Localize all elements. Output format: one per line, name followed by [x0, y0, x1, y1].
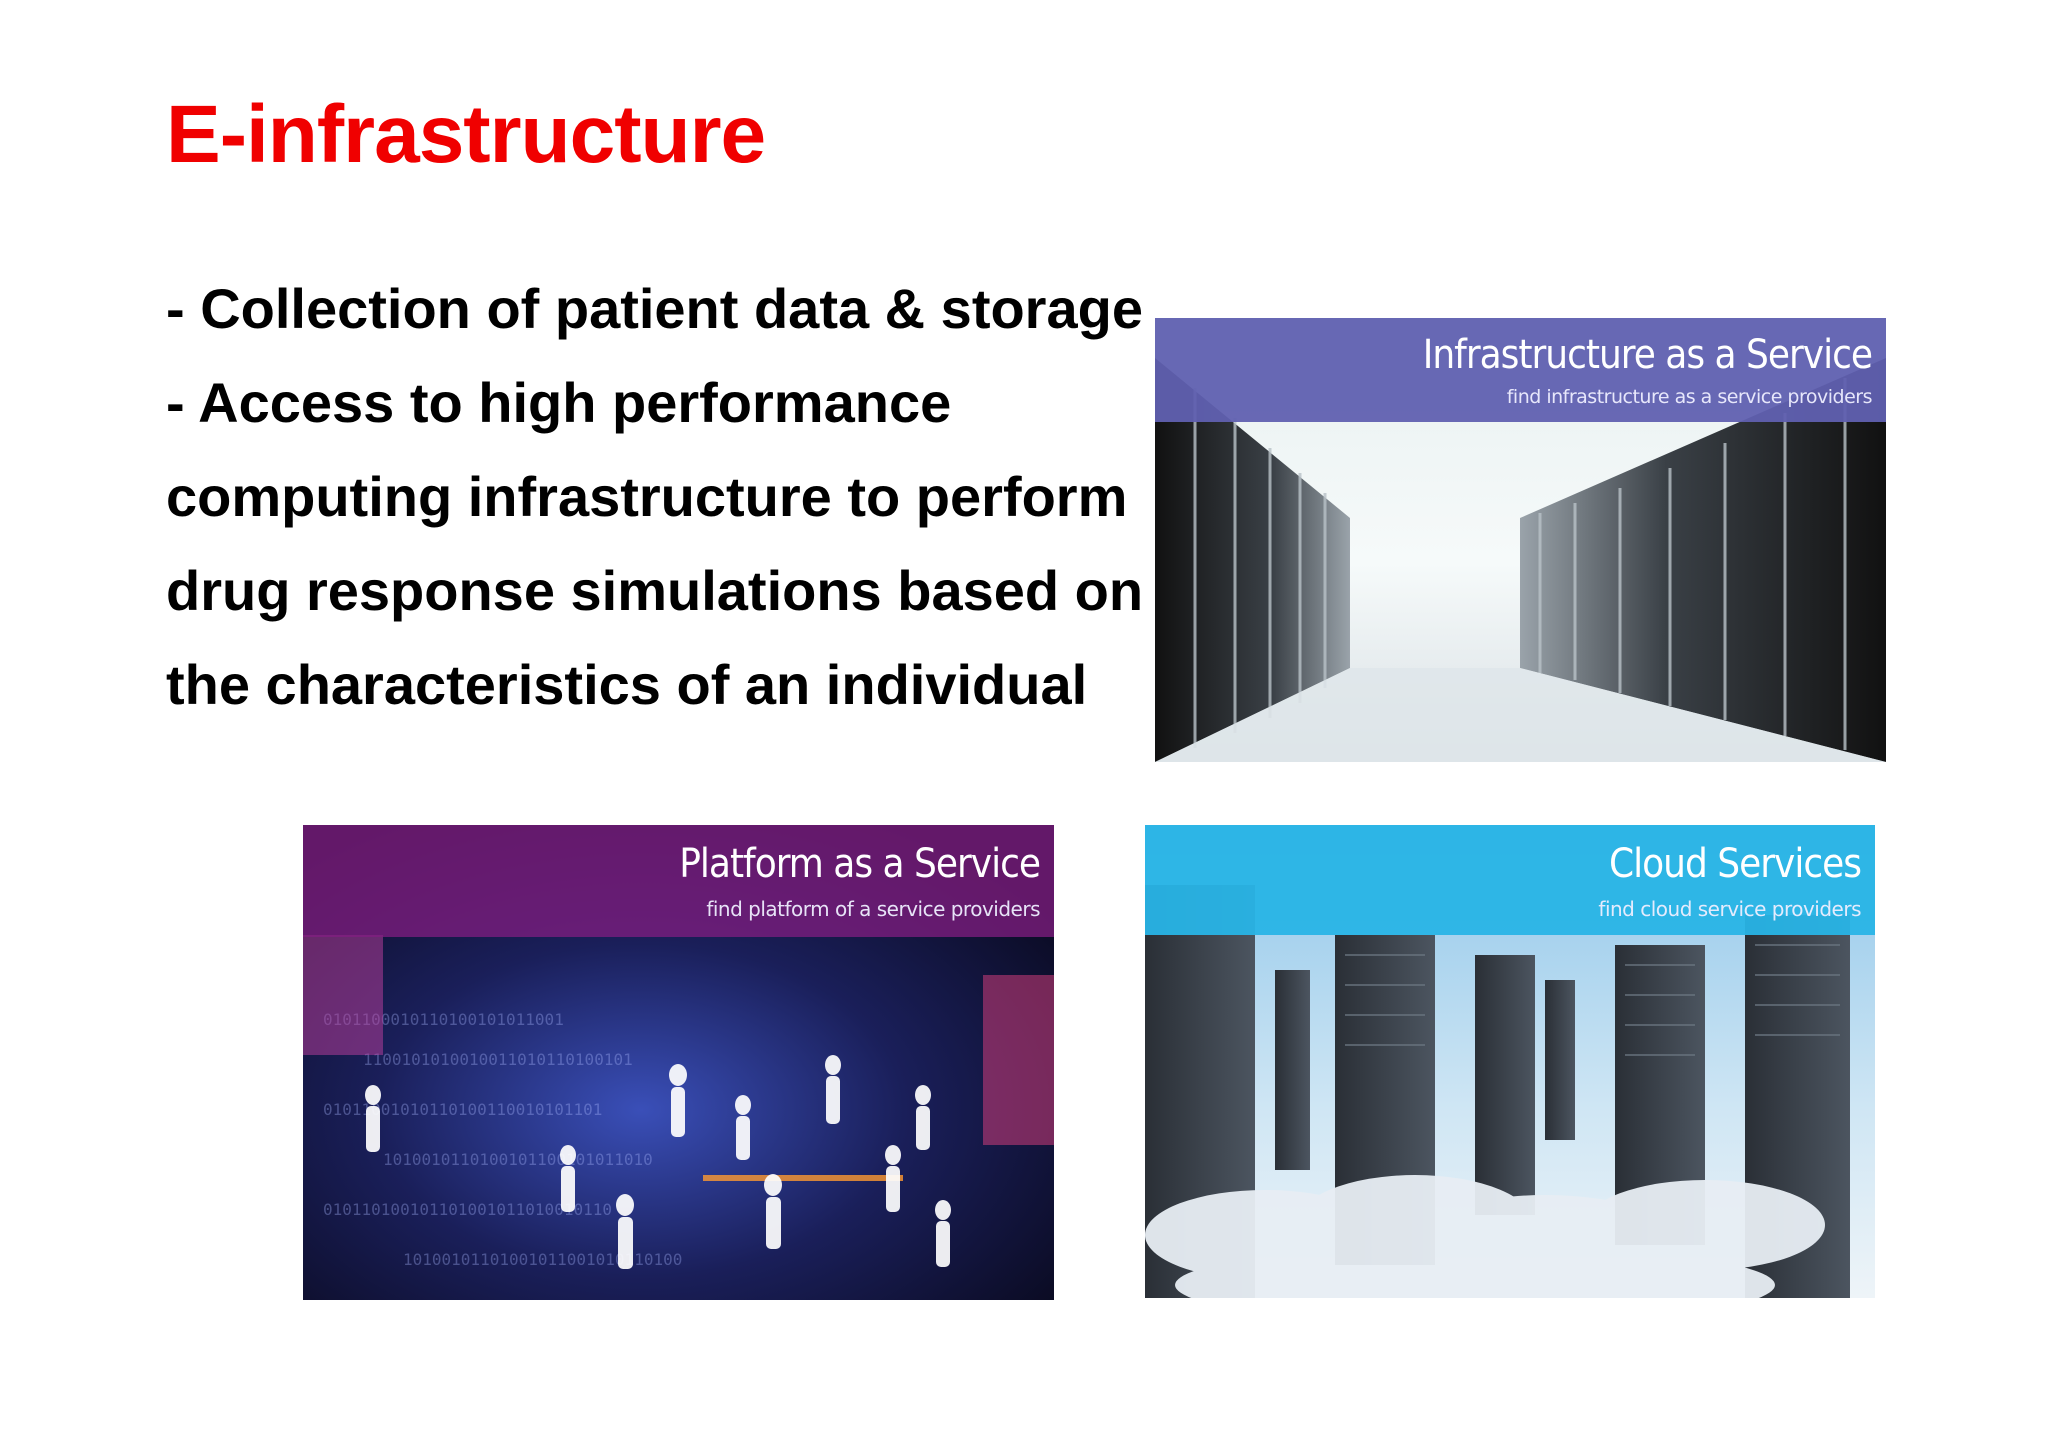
- svg-text:10100101101001011001010110100: 10100101101001011001010110100: [403, 1250, 682, 1269]
- bullet-line: - Collection of patient data & storage: [166, 277, 1143, 340]
- paas-banner-subtitle: find platform of a service providers: [706, 897, 1040, 921]
- bullet-list: - Collection of patient data & storage -…: [166, 262, 1166, 732]
- iaas-image: Infrastructure as a Service find infrast…: [1155, 318, 1886, 762]
- cloud-banner-subtitle: find cloud service providers: [1598, 897, 1861, 921]
- iaas-banner-title: Infrastructure as a Service: [1422, 332, 1873, 378]
- svg-text:0101100010110100101011001: 0101100010110100101011001: [323, 1010, 564, 1029]
- cloud-banner-title: Cloud Services: [1609, 841, 1862, 887]
- paas-banner: Platform as a Service find platform of a…: [303, 825, 1054, 937]
- svg-text:1010010110100101100101011010: 1010010110100101100101011010: [383, 1150, 653, 1169]
- iaas-banner-subtitle: find infrastructure as a service provide…: [1506, 386, 1873, 408]
- cloud-banner: Cloud Services find cloud service provid…: [1145, 825, 1875, 935]
- svg-text:01011001010110100110010101101: 01011001010110100110010101101: [323, 1100, 602, 1119]
- svg-text:010110100101101001011010010110: 010110100101101001011010010110: [323, 1200, 612, 1219]
- slide-title: E-infrastructure: [166, 89, 766, 180]
- svg-text:1100101010010011010110100101: 1100101010010011010110100101: [363, 1050, 633, 1069]
- bullet-line: drug response simulations based on: [166, 559, 1144, 622]
- paas-banner-title: Platform as a Service: [679, 841, 1041, 887]
- iaas-banner: Infrastructure as a Service find infrast…: [1155, 318, 1886, 422]
- bullet-line: the characteristics of an individual: [166, 653, 1088, 716]
- paas-image: 0101100010110100101011001 11001010100100…: [303, 825, 1054, 1300]
- bullet-line: computing infrastructure to perform: [166, 465, 1128, 528]
- bullet-line: - Access to high performance: [166, 371, 952, 434]
- cloud-services-image: Cloud Services find cloud service provid…: [1145, 825, 1875, 1298]
